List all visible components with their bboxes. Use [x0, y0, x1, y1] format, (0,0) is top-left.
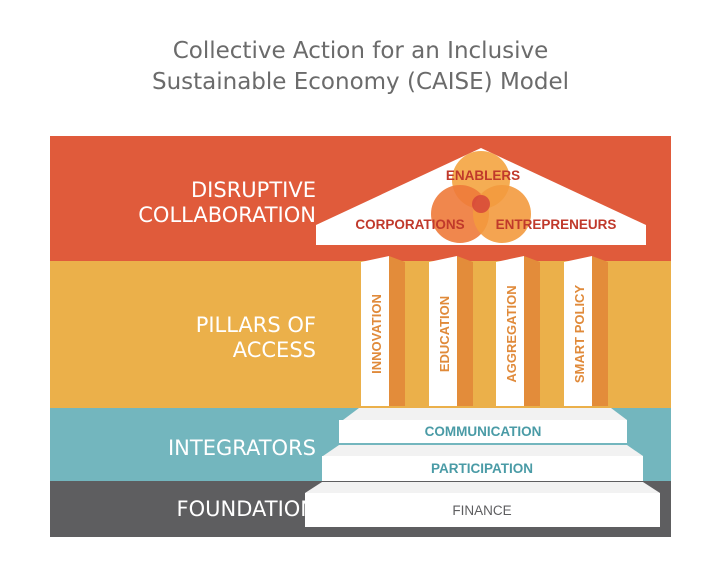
venn-label-entrepreneurs: ENTREPRENEURS: [496, 217, 617, 232]
pillar-smart-policy[interactable]: SMART POLICY: [564, 256, 608, 406]
title-line-2: Sustainable Economy (CAISE) Model: [151, 69, 570, 95]
step-participation-tread: [323, 445, 643, 456]
step-label-communication: COMMUNICATION: [425, 424, 542, 439]
pillar-label-education: EDUCATION: [437, 296, 452, 372]
step-communication-face: [339, 420, 627, 443]
pillar-label-smart-policy: SMART POLICY: [572, 285, 587, 384]
label-disruptive-line-1: DISRUPTIVE: [191, 178, 316, 202]
pillar-smart-policy-face: [564, 256, 592, 406]
label-integrators: INTEGRATORS: [167, 436, 316, 460]
label-pillars-line-2: ACCESS: [232, 338, 316, 362]
pillar-innovation-shadow: [389, 256, 405, 406]
pillar-innovation-face: [361, 256, 389, 406]
pillar-label-aggregation: AGGREGATION: [504, 285, 519, 382]
label-disruptive-collaboration: DISRUPTIVE COLLABORATION: [138, 178, 316, 228]
pillar-aggregation-shadow: [524, 256, 540, 406]
label-foundation: FOUNDATION: [176, 497, 316, 521]
pillar-education[interactable]: EDUCATION: [429, 256, 473, 406]
step-communication[interactable]: COMMUNICATION: [339, 408, 627, 443]
pillar-education-shadow: [457, 256, 473, 406]
pillar-label-innovation: INNOVATION: [369, 294, 384, 374]
label-pillars-line-1: PILLARS OF: [195, 313, 316, 337]
pillar-smart-policy-shadow: [592, 256, 608, 406]
pillar-innovation[interactable]: INNOVATION: [361, 256, 405, 406]
step-finance-face: [305, 493, 660, 527]
step-label-finance: FINANCE: [452, 503, 511, 518]
diagram-title: Collective Action for an Inclusive Susta…: [0, 36, 721, 98]
label-disruptive-line-2: COLLABORATION: [138, 203, 316, 227]
venn-diagram: ENABLERS CORPORATIONS ENTREPRENEURS: [355, 151, 616, 243]
title-line-1: Collective Action for an Inclusive: [172, 38, 549, 64]
pillar-aggregation-face: [496, 256, 524, 406]
step-label-participation: PARTICIPATION: [431, 461, 533, 476]
venn-center: [472, 195, 490, 213]
pillar-aggregation[interactable]: AGGREGATION: [496, 256, 540, 406]
step-finance[interactable]: FINANCE: [305, 482, 660, 527]
pillar-education-face: [429, 256, 457, 406]
label-pillars-of-access: PILLARS OF ACCESS: [196, 313, 316, 363]
venn-label-enablers: ENABLERS: [446, 168, 520, 183]
step-participation-face: [322, 456, 643, 481]
step-participation[interactable]: PARTICIPATION: [322, 445, 643, 481]
step-communication-tread: [343, 408, 627, 420]
venn-circle-entrepreneurs: [473, 185, 531, 243]
venn-label-corporations: CORPORATIONS: [355, 217, 464, 232]
step-finance-tread: [305, 482, 660, 493]
